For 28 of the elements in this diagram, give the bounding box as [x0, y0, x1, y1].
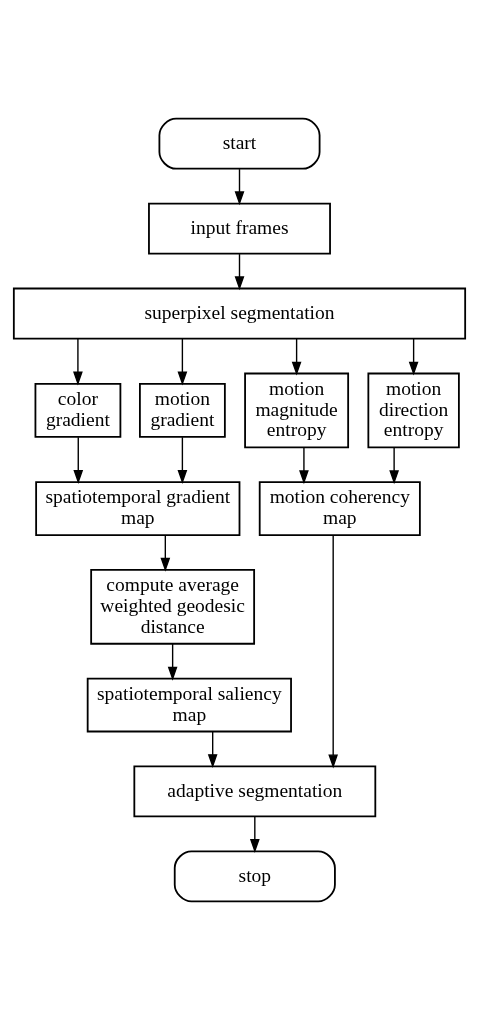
node-box: compute average weighted geodesic distance — [90, 569, 256, 645]
node-box: motion coherency map — [258, 481, 421, 536]
arrow — [73, 338, 83, 386]
arrow — [234, 168, 245, 206]
arrow — [167, 643, 178, 681]
arrow — [207, 731, 218, 769]
node-box: color gradient — [34, 383, 122, 438]
arrow — [389, 446, 399, 485]
node-box: stop — [173, 850, 336, 903]
node-box: spatiotemporal gradient map — [35, 481, 241, 536]
arrow — [249, 816, 260, 853]
node-box: adaptive segmentation — [133, 765, 377, 818]
arrow — [291, 338, 302, 376]
node-box: spatiotemporal saliency map — [86, 677, 292, 733]
arrow — [299, 446, 309, 485]
node-box: motion gradient — [139, 383, 226, 438]
arrow — [177, 338, 188, 386]
arrow — [73, 436, 84, 484]
node-box: motion direction entropy — [367, 372, 460, 449]
arrow — [177, 436, 188, 484]
node-box: superpixel segmentation — [12, 287, 467, 340]
node-box: input frames — [148, 202, 331, 255]
node-box: motion magnitude entropy — [244, 372, 350, 449]
arrow — [234, 253, 245, 291]
node-box: start — [158, 117, 321, 170]
arrow — [408, 338, 419, 376]
arrow — [328, 534, 339, 769]
arrow — [160, 534, 171, 572]
